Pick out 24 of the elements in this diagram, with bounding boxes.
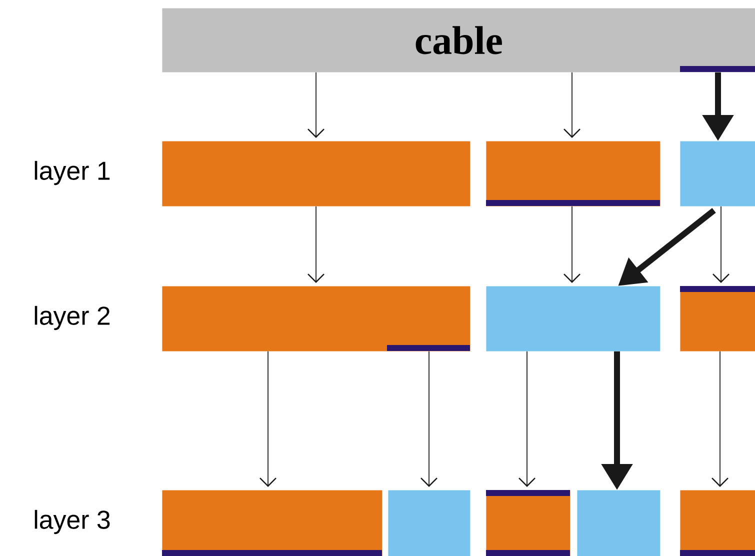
layer-bar xyxy=(486,141,660,206)
layer-bar xyxy=(162,286,470,352)
arrow xyxy=(712,206,730,283)
arrow xyxy=(308,72,324,138)
arrow xyxy=(260,350,276,487)
layer-bar xyxy=(680,141,755,206)
arrow xyxy=(518,350,536,487)
layer-label: layer 2 xyxy=(34,306,110,330)
cable-bar: cable xyxy=(162,8,755,72)
layer-bar xyxy=(680,490,755,556)
arrow xyxy=(308,206,324,283)
layer-bar xyxy=(486,490,570,556)
layer-bar xyxy=(486,286,660,352)
layer-label: layer 1 xyxy=(34,160,110,186)
arrow xyxy=(564,72,580,138)
arrow xyxy=(564,206,580,283)
layer-label: layer 3 xyxy=(34,510,110,534)
layer-bar xyxy=(162,490,382,556)
arrow xyxy=(420,350,438,487)
layer-bar xyxy=(388,490,470,556)
layer-bar xyxy=(680,286,755,352)
layer-bar xyxy=(162,141,470,206)
layer-bar xyxy=(577,490,660,556)
arrow xyxy=(712,350,728,487)
